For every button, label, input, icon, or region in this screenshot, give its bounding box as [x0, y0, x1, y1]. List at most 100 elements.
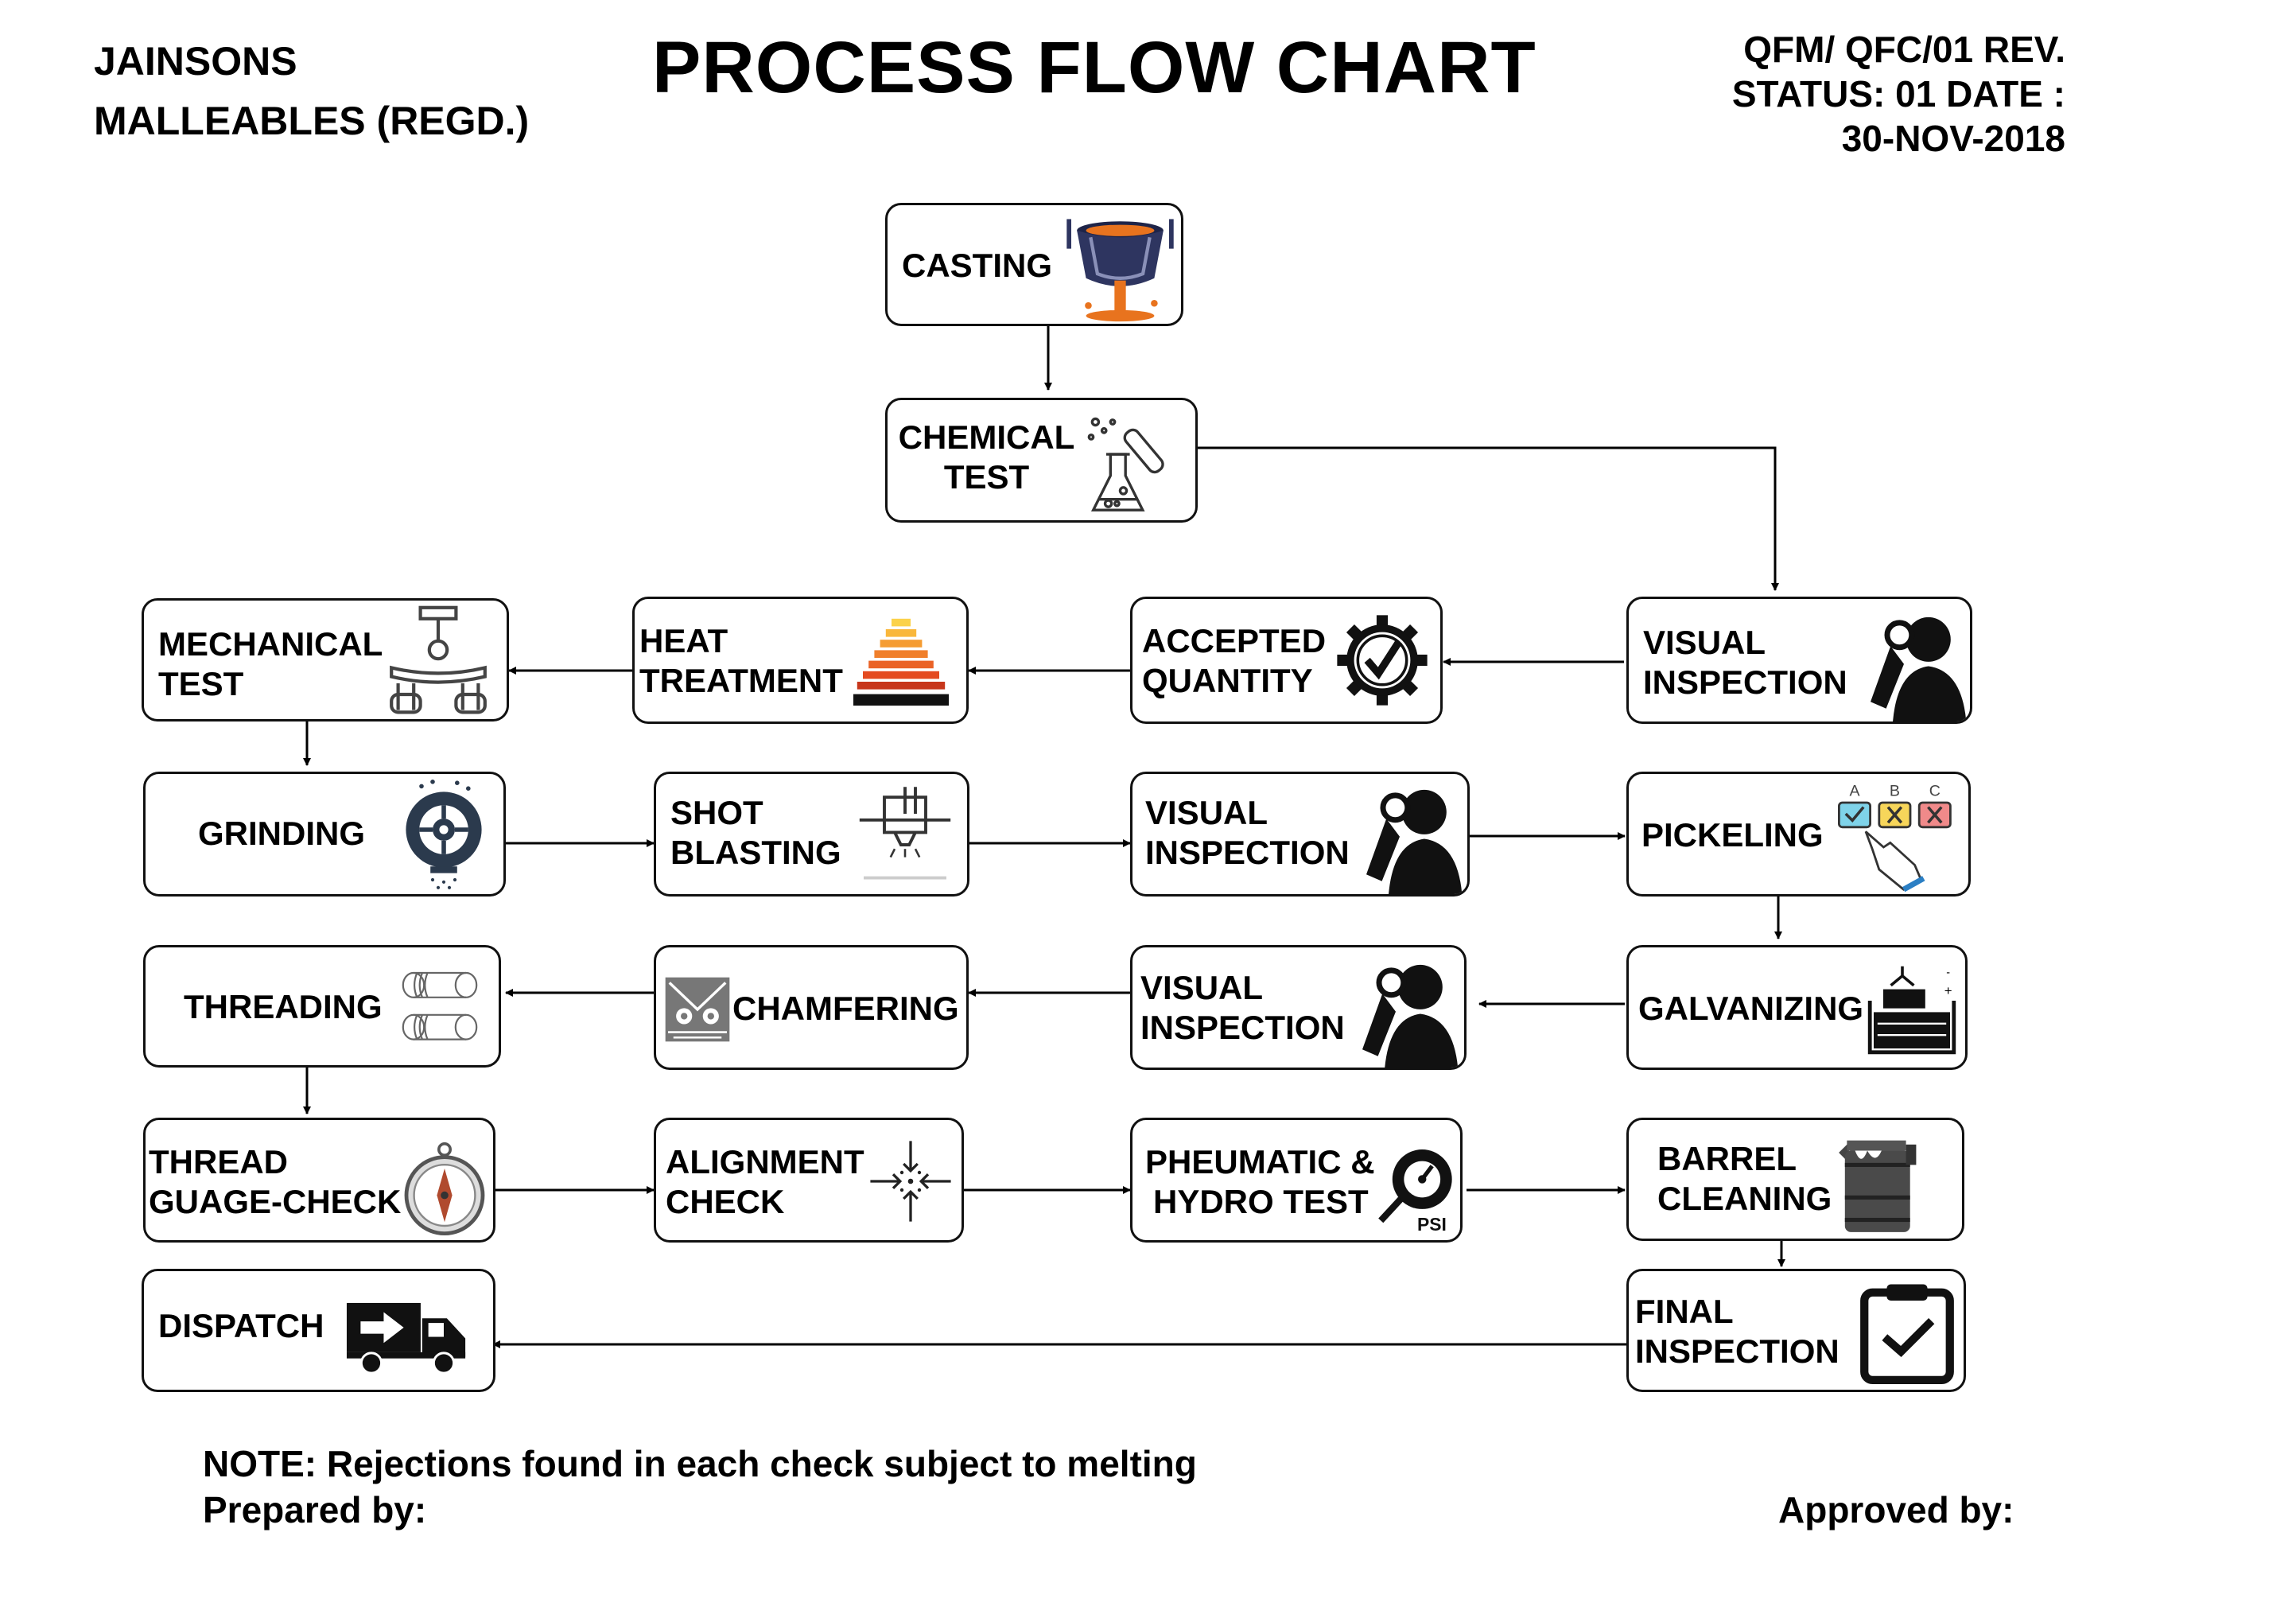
clipboard-check-icon	[1853, 1282, 1961, 1384]
pneumatic-hydro-test-line-2: HYDRO TEST	[1153, 1183, 1369, 1220]
company-name: JAINSONS MALLEABLES (REGD.)	[94, 32, 529, 151]
visual-inspection-3-line-2: INSPECTION	[1140, 1009, 1345, 1046]
step-thread-gauge-check: THREAD GUAGE-CHECK	[143, 1118, 495, 1243]
galvanizing-bath-icon: - +	[1864, 959, 1960, 1062]
abc-letter-a: A	[1849, 783, 1860, 800]
accepted-quantity-label: ACCEPTED QUANTITY	[1142, 621, 1326, 701]
mechanical-test-line-2: TEST	[158, 665, 244, 702]
page-title: PROCESS FLOW CHART	[652, 27, 1536, 108]
visual-inspection-2-label: VISUAL INSPECTION	[1145, 793, 1350, 873]
document-reference: QFM/ QFC/01 REV. STATUS: 01 DATE : 30-NO…	[1732, 27, 2065, 161]
visual-inspection-2-line-1: VISUAL	[1145, 794, 1268, 831]
pneumatic-hydro-test-label: PHEUMATIC & HYDRO TEST	[1145, 1142, 1375, 1222]
mechanical-test-line-1: MECHANICAL	[158, 625, 383, 663]
step-visual-inspection-3: VISUAL INSPECTION	[1130, 945, 1467, 1070]
chamfering-label: CHAMFERING	[732, 990, 959, 1027]
alignment-check-line-1: ALIGNMENT	[666, 1143, 864, 1180]
step-visual-inspection-2: VISUAL INSPECTION	[1130, 772, 1470, 897]
psi-label: PSI	[1417, 1214, 1447, 1235]
approved-by-label: Approved by:	[1778, 1489, 2014, 1530]
inspector-magnifier-icon	[1351, 957, 1463, 1068]
step-alignment-check: ALIGNMENT CHECK	[654, 1118, 964, 1243]
heat-treatment-line-2: TREATMENT	[639, 662, 843, 699]
doc-ref-line-3: 30-NOV-2018	[1841, 118, 2065, 159]
step-pickeling: PICKELING A B C	[1626, 772, 1971, 897]
chemical-test-label-line-2: TEST	[943, 458, 1030, 496]
ladle-pouring-icon	[1059, 210, 1181, 324]
accepted-quantity-line-1: ACCEPTED	[1142, 622, 1327, 659]
pressure-gauge-icon: PSI	[1376, 1142, 1459, 1238]
thread-rolls-icon	[396, 952, 484, 1064]
barrel-cleaning-label: BARREL CLEANING	[1657, 1139, 1832, 1219]
step-threading: THREADING	[143, 945, 501, 1068]
step-grinding: GRINDING	[143, 772, 506, 897]
visual-inspection-3-line-1: VISUAL	[1140, 969, 1264, 1006]
converging-arrows-icon	[867, 1138, 954, 1225]
gear-check-icon	[1335, 613, 1429, 707]
heat-treatment-label: HEAT TREATMENT	[639, 621, 843, 701]
step-barrel-cleaning: BARREL CLEANING	[1626, 1118, 1964, 1241]
visual-inspection-1-label: VISUAL INSPECTION	[1643, 623, 1847, 702]
step-chamfering: CHAMFERING	[654, 945, 969, 1070]
accepted-quantity-line-2: QUANTITY	[1142, 662, 1313, 699]
step-galvanizing: GALVANIZING - +	[1626, 945, 1968, 1070]
visual-inspection-1-line-2: INSPECTION	[1643, 663, 1847, 701]
step-shot-blasting: SHOT BLASTING	[654, 772, 969, 897]
alignment-check-line-2: CHECK	[666, 1183, 785, 1220]
thread-gauge-check-label: THREAD GUAGE-CHECK	[149, 1142, 401, 1222]
flask-test-tube-icon	[1078, 411, 1190, 519]
svg-text:+: +	[1944, 983, 1952, 998]
shot-blasting-line-1: SHOT	[670, 794, 763, 831]
barrel-cleaning-line-1: BARREL	[1657, 1140, 1797, 1177]
heat-treatment-line-1: HEAT	[639, 622, 728, 659]
press-test-icon	[383, 605, 494, 717]
dispatch-label: DISPATCH	[158, 1307, 324, 1344]
company-name-line-2: MALLEABLES (REGD.)	[94, 99, 530, 143]
pneumatic-hydro-test-line-1: PHEUMATIC &	[1145, 1143, 1375, 1180]
svg-text:-: -	[1946, 967, 1950, 979]
thread-gauge-check-line-1: THREAD	[149, 1143, 288, 1180]
abc-letter-b: B	[1890, 783, 1900, 800]
step-accepted-quantity: ACCEPTED QUANTITY	[1130, 597, 1443, 724]
delivery-truck-icon	[345, 1301, 468, 1375]
inspector-magnifier-icon	[1355, 782, 1467, 894]
rejection-note: NOTE: Rejections found in each check sub…	[203, 1443, 1197, 1484]
final-inspection-line-2: INSPECTION	[1635, 1332, 1840, 1370]
heat-layers-icon	[845, 615, 957, 710]
doc-ref-line-2: STATUS: 01 DATE :	[1731, 73, 2065, 115]
barrel-cleaning-line-2: CLEANING	[1657, 1180, 1832, 1217]
pickeling-label: PICKELING	[1641, 816, 1824, 854]
abc-letter-c: C	[1929, 783, 1941, 800]
step-pneumatic-hydro-test: PHEUMATIC & HYDRO TEST PSI	[1130, 1118, 1463, 1243]
step-chemical-test: CHEMICAL TEST	[885, 398, 1198, 523]
thread-gauge-check-line-2: GUAGE-CHECK	[149, 1183, 402, 1220]
shot-blasting-label: SHOT BLASTING	[670, 793, 841, 873]
visual-inspection-2-line-2: INSPECTION	[1145, 834, 1350, 871]
barrel-icon	[1834, 1134, 1937, 1236]
threading-label: THREADING	[184, 988, 383, 1025]
step-visual-inspection-1: VISUAL INSPECTION	[1626, 597, 1972, 724]
visual-inspection-1-line-1: VISUAL	[1643, 624, 1766, 661]
step-dispatch: DISPATCH	[142, 1269, 495, 1392]
step-casting: CASTING	[885, 203, 1183, 326]
prepared-by-label: Prepared by:	[203, 1489, 427, 1530]
final-inspection-line-1: FINAL	[1635, 1293, 1734, 1330]
grinding-label: GRINDING	[198, 815, 365, 852]
galvanizing-label: GALVANIZING	[1638, 990, 1864, 1027]
blasting-nozzle-icon	[853, 779, 957, 890]
casting-label: CASTING	[902, 247, 1052, 284]
abc-choice-icon: A B C	[1832, 780, 1967, 892]
shot-blasting-line-2: BLASTING	[670, 834, 841, 871]
doc-ref-line-1: QFM/ QFC/01 REV.	[1743, 29, 2065, 70]
chemical-test-label: CHEMICAL TEST	[897, 418, 1076, 497]
step-heat-treatment: HEAT TREATMENT	[632, 597, 969, 724]
company-name-line-1: JAINSONS	[94, 39, 297, 84]
chamfer-tool-icon	[664, 968, 731, 1051]
chemical-test-label-line-1: CHEMICAL	[898, 418, 1075, 456]
arrow-chemical-to-visual-1	[1196, 446, 1779, 591]
mechanical-test-label: MECHANICAL TEST	[158, 624, 383, 704]
stopwatch-compass-icon	[397, 1136, 492, 1239]
grinding-wheel-icon	[388, 776, 499, 894]
alignment-check-label: ALIGNMENT CHECK	[666, 1142, 864, 1222]
